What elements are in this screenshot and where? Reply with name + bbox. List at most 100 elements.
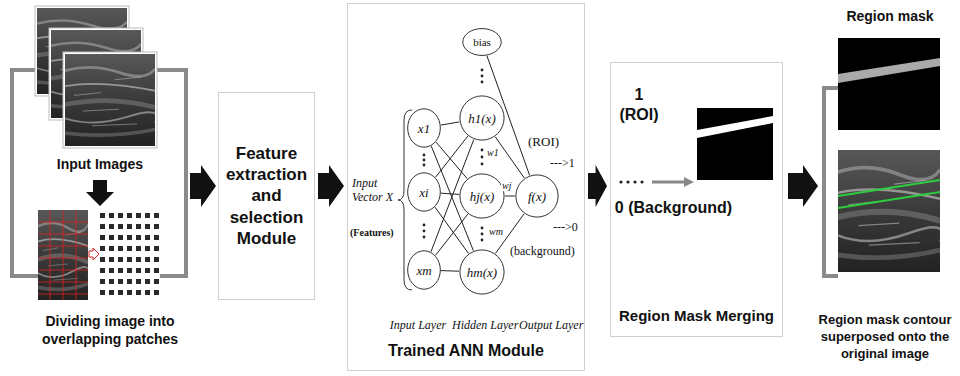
mask-band	[838, 58, 940, 83]
synapse-stroke	[436, 136, 468, 177]
hidden-neuron: hm(x)	[459, 249, 505, 295]
synapse-stroke	[441, 122, 460, 125]
weight-label: wj	[501, 180, 512, 191]
synapse-line	[441, 193, 459, 194]
synapse-line	[436, 136, 468, 177]
drawing-part	[481, 69, 484, 72]
bias-neuron: bias	[462, 28, 502, 56]
drawing-part	[481, 233, 484, 236]
ultrasound-image	[838, 150, 942, 272]
flow-arrow	[190, 165, 216, 207]
neuron-circle	[460, 96, 504, 140]
neuron-circle	[408, 173, 441, 211]
synapse-line	[436, 142, 467, 178]
drawing-part	[481, 227, 484, 230]
drawing-part	[423, 230, 426, 233]
drawing-part	[626, 180, 629, 183]
hidden-neuron: h1(x)	[459, 95, 505, 141]
output-value: --->1	[550, 156, 575, 171]
node-text: 0 (Background)	[611, 198, 736, 218]
synapse-stroke	[436, 214, 468, 255]
hidden-neuron: hj(x)	[459, 173, 505, 219]
features-label: (Features)	[350, 227, 394, 238]
image-frame	[63, 52, 157, 148]
node-text: xm	[416, 264, 431, 277]
node-text: 1 (ROI)	[614, 85, 664, 125]
synapse-line	[441, 270, 459, 272]
node-text: Region Mask Merging	[611, 307, 782, 324]
neuron-circle	[460, 174, 504, 218]
group-bracket	[824, 88, 838, 276]
neuron-circle	[463, 29, 501, 56]
drawing-part	[633, 180, 636, 183]
drawing-part	[423, 159, 426, 162]
flow-arrow-shape	[588, 165, 607, 207]
drawing-part	[640, 180, 643, 183]
input-neuron: xi	[407, 172, 441, 212]
node-text: Trained ANN Module	[348, 342, 584, 360]
node-text: x1	[418, 122, 430, 135]
patch-grid	[38, 210, 88, 300]
node-text: bias	[473, 37, 491, 48]
class-label: (background)	[510, 244, 575, 259]
output-neuron: f(x)	[515, 174, 559, 218]
weight-label: wm	[488, 226, 504, 237]
synapse-line	[435, 207, 468, 253]
patch-dots	[100, 213, 163, 301]
layer-label: Output Layer	[519, 318, 583, 333]
synapse-stroke	[435, 207, 468, 253]
node-text: h1(x)	[468, 112, 495, 125]
contour-line	[838, 192, 940, 208]
drawing-part	[423, 236, 426, 239]
input-vector-label: Input Vector X	[352, 176, 396, 205]
drawing-part	[481, 156, 484, 159]
process-box: Feature extraction and selection Module	[218, 92, 315, 300]
synapse-stroke	[436, 142, 467, 178]
neuron-circle	[408, 109, 441, 147]
synapse-stroke	[505, 196, 515, 197]
flow-arrow	[788, 165, 818, 207]
ultrasound-image	[65, 54, 157, 146]
synapse-stroke	[441, 193, 459, 194]
panel-title: Region mask	[830, 8, 950, 24]
layer-label: Hidden Layer	[452, 318, 518, 333]
flow-arrow-shape	[318, 165, 344, 207]
module-box: 1 (ROI) 0 (Background) Region Mask Merging	[610, 62, 783, 337]
image-caption: Dividing image into overlapping patches	[20, 312, 200, 348]
neuron-circle	[516, 175, 558, 217]
weight-label: w1	[486, 147, 500, 158]
mask-image	[838, 38, 940, 130]
mask-image	[697, 108, 773, 180]
input-neuron: xm	[407, 250, 441, 290]
ellipsis-dots	[619, 180, 643, 183]
node-text: xi	[419, 186, 428, 199]
neuron-circle	[408, 251, 441, 289]
drawing-part	[481, 149, 484, 152]
image-caption: Input Images	[25, 156, 175, 172]
node-text: hm(x)	[467, 266, 497, 279]
red-arrow	[89, 248, 99, 260]
drawing-part	[481, 163, 484, 166]
image-caption: Region mask contour superposed onto the …	[812, 312, 958, 363]
drawing-part	[619, 180, 622, 183]
down-arrow	[86, 180, 114, 206]
synapse-line	[436, 214, 468, 255]
synapse-line	[441, 122, 460, 125]
node-text: hj(x)	[470, 190, 495, 203]
drawing-part	[481, 239, 484, 242]
input-neuron: x1	[407, 108, 441, 148]
ultrasound-image	[38, 210, 89, 300]
mask-band	[697, 116, 773, 138]
drawing-part	[423, 154, 426, 157]
output-value: --->0	[553, 220, 578, 235]
merge-arrowhead	[684, 177, 694, 187]
class-label: (ROI)	[528, 134, 559, 150]
neuron-circle	[460, 250, 504, 294]
layer-label: Input Layer	[385, 318, 451, 333]
flow-arrow	[588, 165, 607, 207]
module-box: Trained ANN Module x1 xi xm bias h1(x) hj(x) hm…	[347, 3, 585, 371]
node-text: Feature extraction and selection Module	[223, 143, 310, 249]
merge-arrow	[652, 181, 685, 184]
